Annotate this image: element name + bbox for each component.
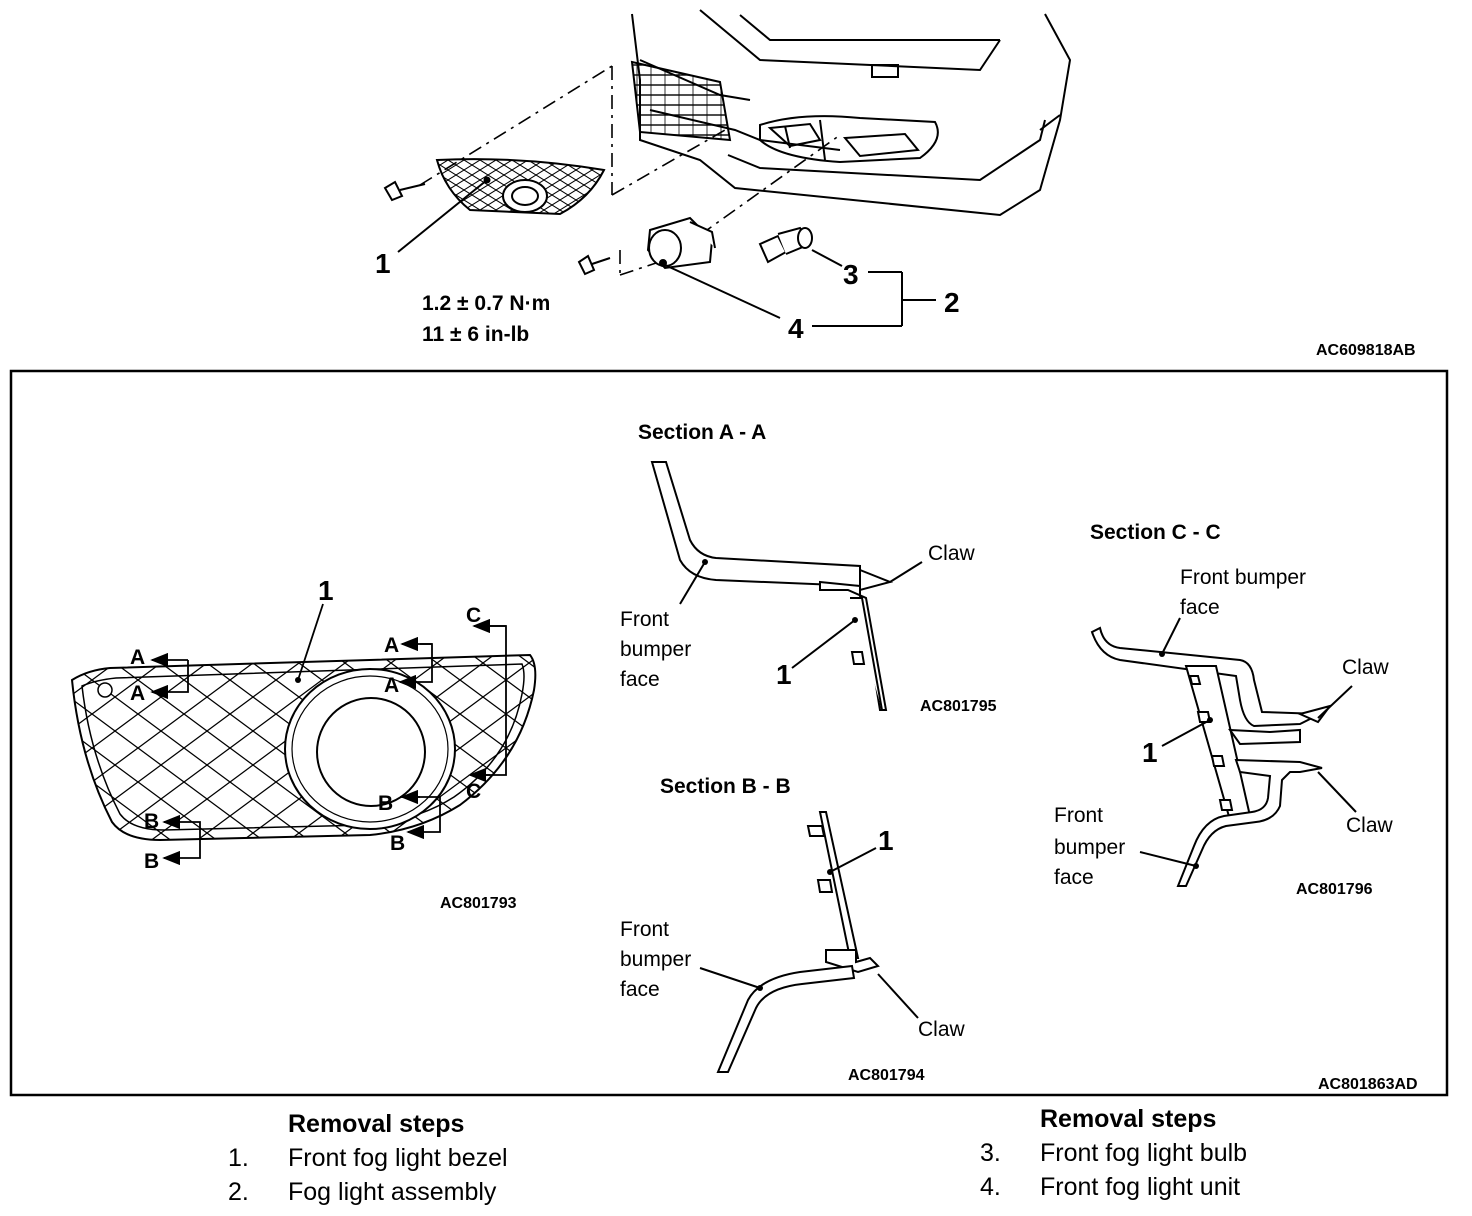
section-c-c-bumper-bottom: bumper <box>1054 836 1125 859</box>
section-c-c-callout-1: 1 <box>1142 737 1158 768</box>
detail-panel-code: AC801863AD <box>1318 1076 1418 1093</box>
marker-a-right-top: A <box>384 634 399 657</box>
torque-nm: 1.2 ± 0.7 N·m <box>422 292 550 315</box>
removal-step-number: 1. <box>228 1144 249 1172</box>
section-a-a-bumper: bumper <box>620 638 691 661</box>
section-c-c-front-bottom: Front <box>1054 804 1103 827</box>
section-b-b-front: Front <box>620 918 669 941</box>
removal-step-text: Fog light assembly <box>288 1178 497 1206</box>
marker-a-left-top: A <box>130 646 145 669</box>
callout-1: 1 <box>375 248 391 279</box>
removal-step: 1. Front fog light bezel <box>228 1141 508 1175</box>
section-a-a-title: Section A - A <box>638 421 766 444</box>
marker-b-right-top: B <box>378 792 393 815</box>
bezel-front-view <box>70 653 537 842</box>
section-a-a-claw: Claw <box>928 542 976 565</box>
assembly-leader-lines <box>419 65 841 276</box>
detail-panel-frame <box>9 369 1449 1097</box>
fog-light-unit-part <box>646 216 716 270</box>
bezel-callout-1: 1 <box>318 575 334 606</box>
section-c-c-code: AC801796 <box>1296 881 1373 898</box>
figure-code-top: AC609818AB <box>1316 342 1416 359</box>
callout-2: 2 <box>944 287 960 318</box>
section-a-a-code: AC801795 <box>920 698 997 715</box>
section-c-c-title: Section C - C <box>1090 521 1221 544</box>
removal-step-text: Front fog light unit <box>1040 1173 1241 1201</box>
section-a-a-callout-1: 1 <box>776 659 792 690</box>
section-a-a-front: Front <box>620 608 669 631</box>
torque-inlb: 11 ± 6 in-lb <box>422 323 529 346</box>
fog-light-bezel-part <box>435 158 606 216</box>
bezel-screw <box>383 180 426 202</box>
top-exploded-view: 1 3 4 2 1.2 ± 0.7 N·m 11 ± 6 in-lb AC609… <box>375 9 1416 359</box>
section-b-b-title: Section B - B <box>660 775 791 798</box>
removal-step-text: Front fog light bezel <box>288 1144 508 1172</box>
marker-b-left-top: B <box>144 810 159 833</box>
removal-step-number: 4. <box>980 1173 1001 1201</box>
section-b-b-callout-1: 1 <box>878 825 894 856</box>
section-c-c-front-bumper-top: Front bumper <box>1180 566 1306 589</box>
section-b-b-claw: Claw <box>918 1018 966 1041</box>
removal-step-text: Front fog light bulb <box>1040 1139 1248 1167</box>
section-b-b-face: face <box>620 978 660 1001</box>
section-a-a-face: face <box>620 668 660 691</box>
section-c-c-face-top: face <box>1180 596 1220 619</box>
removal-step: 3. Front fog light bulb <box>980 1136 1247 1170</box>
marker-a-left-bottom: A <box>130 682 145 705</box>
bezel-figure-code: AC801793 <box>440 895 517 912</box>
callout-4: 4 <box>788 313 804 344</box>
callout-3: 3 <box>843 259 859 290</box>
removal-steps-left: Removal steps 1. Front fog light bezel 2… <box>228 1107 508 1209</box>
section-c-c-face-bottom: face <box>1054 866 1094 889</box>
marker-b-left-bottom: B <box>144 850 159 873</box>
removal-step: 4. Front fog light unit <box>980 1170 1247 1204</box>
marker-c-bottom: C <box>466 780 481 803</box>
section-b-b-code: AC801794 <box>848 1067 925 1084</box>
section-b-b-bumper: bumper <box>620 948 691 971</box>
section-c-c-claw-lower: Claw <box>1346 814 1394 837</box>
removal-step-number: 3. <box>980 1139 1001 1167</box>
section-b-b: Section B - B 1 Front bumper face Claw A… <box>620 775 966 1084</box>
removal-steps-right: Removal steps 3. Front fog light bulb 4.… <box>980 1102 1247 1204</box>
removal-steps-heading-right: Removal steps <box>1040 1105 1217 1133</box>
front-bumper-illustration <box>630 9 1072 217</box>
fog-light-bulb-part <box>758 226 813 264</box>
marker-c-top: C <box>466 604 481 627</box>
section-a-a: Section A - A Claw Front bumper face 1 A… <box>620 421 997 715</box>
removal-step-number: 2. <box>228 1178 249 1206</box>
removal-step: 2. Fog light assembly <box>228 1175 508 1209</box>
marker-a-right-bottom: A <box>384 674 399 697</box>
bezel-section-markers <box>150 603 507 866</box>
callout-leaders <box>397 176 936 327</box>
section-c-c-claw-upper: Claw <box>1342 656 1390 679</box>
removal-steps-heading-left: Removal steps <box>288 1110 465 1138</box>
marker-b-right-bottom: B <box>390 832 405 855</box>
fog-light-unit-screw <box>577 254 611 276</box>
section-c-c: Section C - C Front bumper face Claw 1 C… <box>1054 521 1394 898</box>
